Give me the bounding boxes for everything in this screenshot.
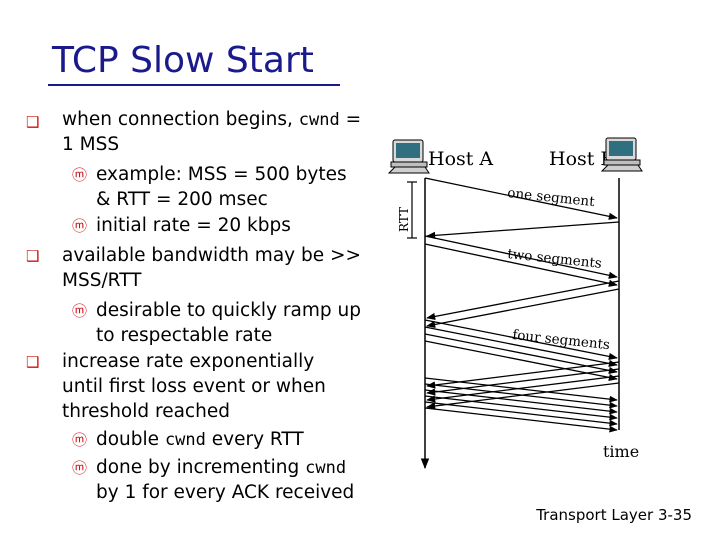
sub-bullet-marker: ⓜ [72, 302, 88, 320]
segment-arrow [424, 383, 618, 409]
segment-arrow [424, 177, 618, 220]
sub-5-line-1: done by incrementing cwnd [96, 456, 346, 480]
bullet-2-line-2: MSS/RTT [62, 270, 142, 291]
segment-arrow [424, 326, 618, 367]
segment-arrow [424, 377, 618, 403]
sub-bullet-marker: ⓜ [72, 166, 88, 184]
bullet-1-text-end: = [339, 109, 362, 130]
sub-1-line-2: & RTT = 200 msec [96, 189, 268, 210]
sub-bullet-marker: ⓜ [72, 431, 88, 449]
segment-arrow [424, 407, 618, 433]
segment-arrow [424, 389, 618, 415]
rtt-label: RTT [397, 207, 411, 232]
segment-arrow [424, 395, 618, 421]
bullet-marker: ❑ [26, 353, 40, 371]
bullet-1-text: when connection begins, [62, 109, 299, 130]
host-b-label: Host B [549, 148, 614, 170]
bullet-2-line-1: available bandwidth may be >> [62, 245, 361, 266]
bullet-1-line-2: 1 MSS [62, 134, 120, 155]
bullet-3-line-2: until first loss event or when [62, 376, 326, 397]
slide-title: TCP Slow Start [52, 40, 314, 81]
sub-3-line-1: desirable to quickly ramp up [96, 300, 361, 321]
sub-bullet-marker: ⓜ [72, 459, 88, 477]
bullet-3-line-3: threshold reached [62, 401, 230, 422]
title-underline [48, 84, 340, 86]
code-cwnd: cwnd [298, 110, 340, 130]
sub-4-line-1: double cwnd every RTT [96, 428, 304, 452]
bullet-marker: ❑ [26, 113, 40, 131]
sub-1-line-1: example: MSS = 500 bytes [96, 164, 347, 185]
host-a-label: Host A [428, 148, 493, 170]
ack-arrow [426, 375, 620, 403]
code-cwnd: cwnd [164, 430, 206, 450]
code-cwnd: cwnd [305, 458, 347, 478]
sub-4-text-end: every RTT [205, 429, 304, 450]
segment-arrow [424, 401, 618, 427]
sub-5-line-2: by 1 for every ACK received [96, 482, 355, 503]
sub-3-line-2: to respectable rate [96, 325, 273, 346]
bullet-3-line-1: increase rate exponentially [62, 351, 315, 372]
bullet-1-line-1: when connection begins, cwnd = [62, 108, 361, 132]
computer-icon [387, 139, 430, 174]
slide-footer: Transport Layer 3-35 [536, 506, 692, 524]
sub-2-line-1: initial rate = 20 kbps [96, 215, 291, 236]
segment-arrow [424, 235, 618, 279]
ack-arrow [426, 280, 620, 321]
ack-arrow [426, 368, 620, 396]
ack-arrow [426, 288, 620, 329]
sub-4-text: double [96, 429, 165, 450]
two-segments-label: two segments [507, 246, 603, 272]
time-label: time [603, 442, 639, 461]
segment-arrow [424, 319, 618, 360]
ack-arrow [426, 221, 620, 240]
sub-bullet-marker: ⓜ [72, 217, 88, 235]
computer-icon [600, 137, 643, 172]
one-segment-label: one segment [507, 185, 596, 210]
segment-arrow [424, 243, 618, 287]
bullet-marker: ❑ [26, 247, 40, 265]
sub-5-text: done by incrementing [96, 457, 306, 478]
four-segments-label: four segments [512, 327, 611, 353]
